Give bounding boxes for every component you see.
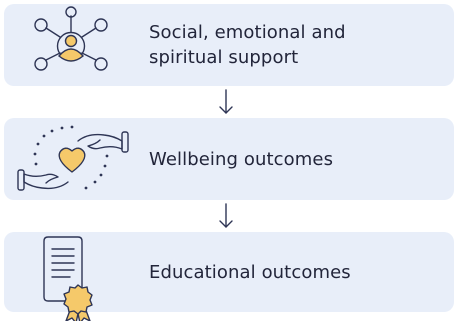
step-card-educational: Educational outcomes <box>4 232 454 321</box>
step-card-wellbeing: Wellbeing outcomes <box>4 118 454 200</box>
people-network-icon <box>34 6 108 71</box>
arrow-down-icon <box>219 89 233 114</box>
step-label: Educational outcomes <box>149 262 351 283</box>
step-card-social-support: Social, emotional and spiritual support <box>4 4 454 86</box>
arrow-down-icon <box>219 203 233 228</box>
certificate-award-icon <box>43 236 93 321</box>
hands-holding-heart-icon <box>17 125 129 191</box>
step-label: Social, emotional and spiritual support <box>149 22 346 68</box>
step-label: Wellbeing outcomes <box>149 149 334 170</box>
